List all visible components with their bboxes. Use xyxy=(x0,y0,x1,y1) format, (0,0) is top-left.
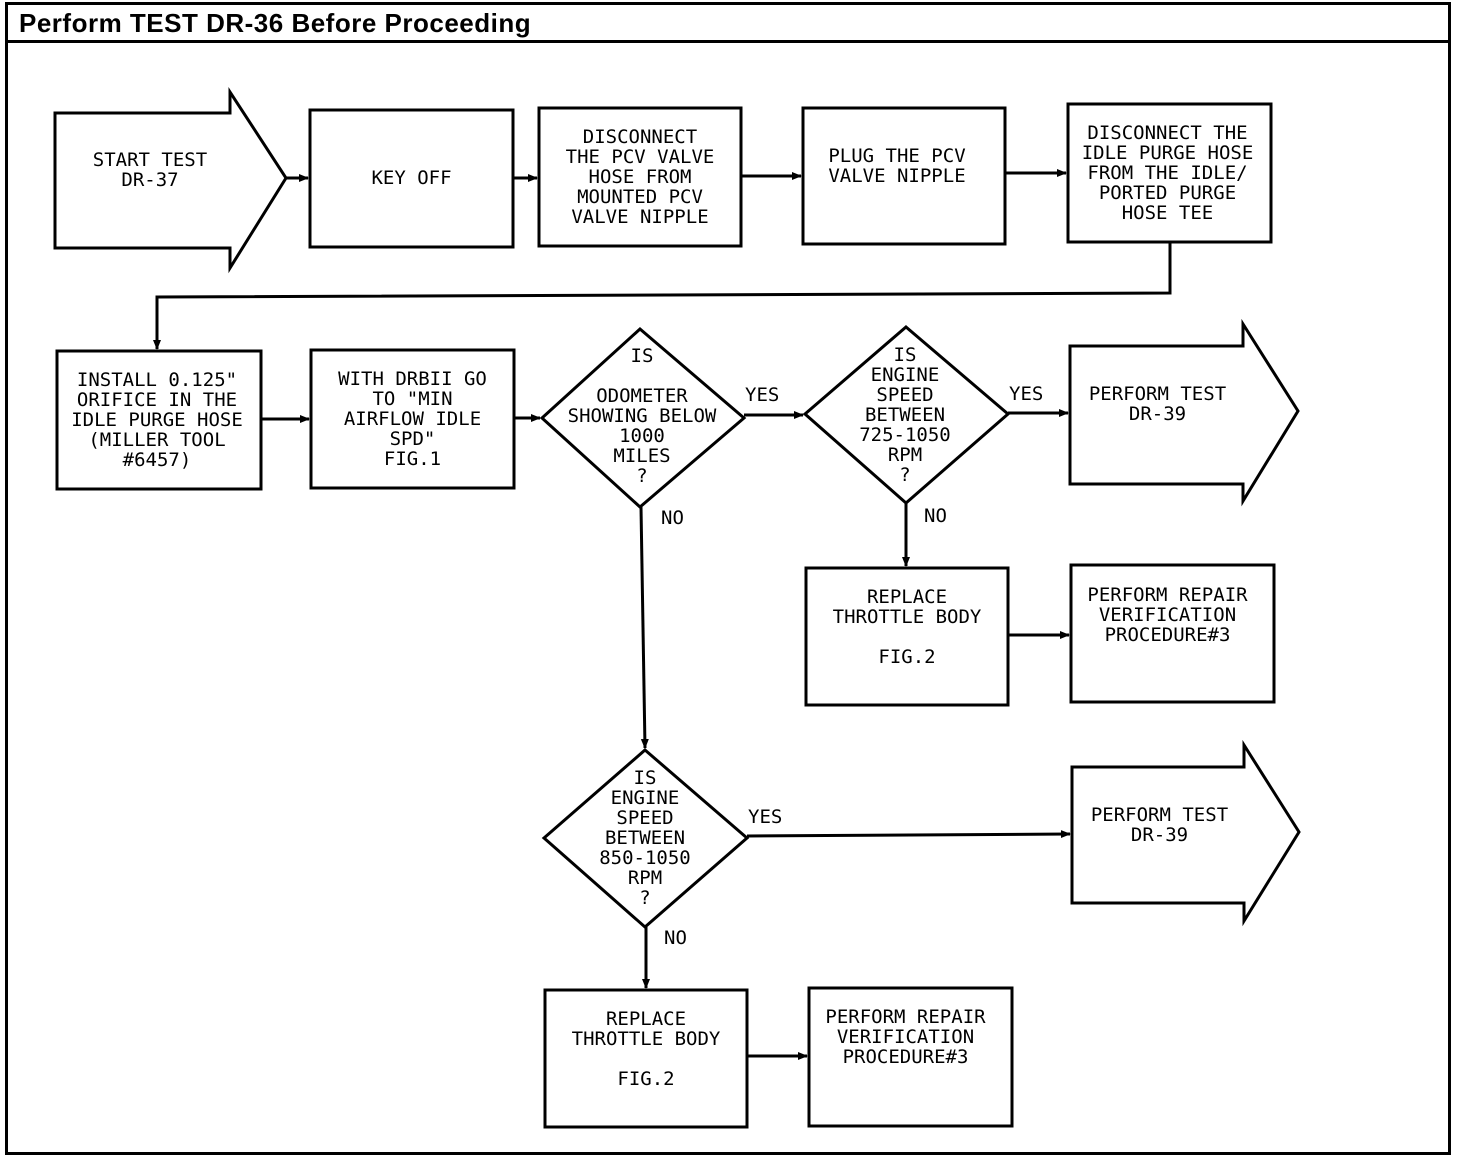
replace-throttle-2-box xyxy=(543,988,749,1129)
edge-speed2-dr39 xyxy=(746,830,1071,839)
key-off-box xyxy=(308,108,515,249)
dr39-arrow-2-shape xyxy=(1070,739,1301,927)
disconnect-purge-box xyxy=(1066,102,1273,244)
replace-throttle-1-box xyxy=(804,566,1010,707)
diagram-frame xyxy=(5,2,1451,1155)
edge-purge-install xyxy=(153,242,1172,350)
odometer-yes-label: YES xyxy=(745,384,780,406)
disconnect-pcv-box xyxy=(537,106,743,248)
edge-odometer-speed2 xyxy=(639,506,649,749)
speed-decision-1-shape xyxy=(802,325,1011,505)
verify-1-box xyxy=(1069,563,1276,704)
odometer-no-label: NO xyxy=(661,507,684,529)
page-title: Perform TEST DR-36 Before Proceeding xyxy=(19,8,532,38)
speed-1-no-label: NO xyxy=(924,505,947,527)
dr39-arrow-1-shape xyxy=(1068,318,1300,507)
verify-2-box xyxy=(807,986,1014,1128)
speed-2-yes-label: YES xyxy=(748,806,783,828)
start-arrow-shape xyxy=(53,86,288,274)
speed-2-no-label: NO xyxy=(664,927,687,949)
plug-pcv-box xyxy=(801,106,1007,246)
odometer-decision-shape xyxy=(539,327,747,509)
title-bar: Perform TEST DR-36 Before Proceeding xyxy=(5,2,1451,43)
install-orifice-box xyxy=(55,349,263,491)
drbii-box xyxy=(309,348,516,490)
speed-decision-2-shape xyxy=(541,748,750,929)
speed-1-yes-label: YES xyxy=(1009,383,1044,405)
